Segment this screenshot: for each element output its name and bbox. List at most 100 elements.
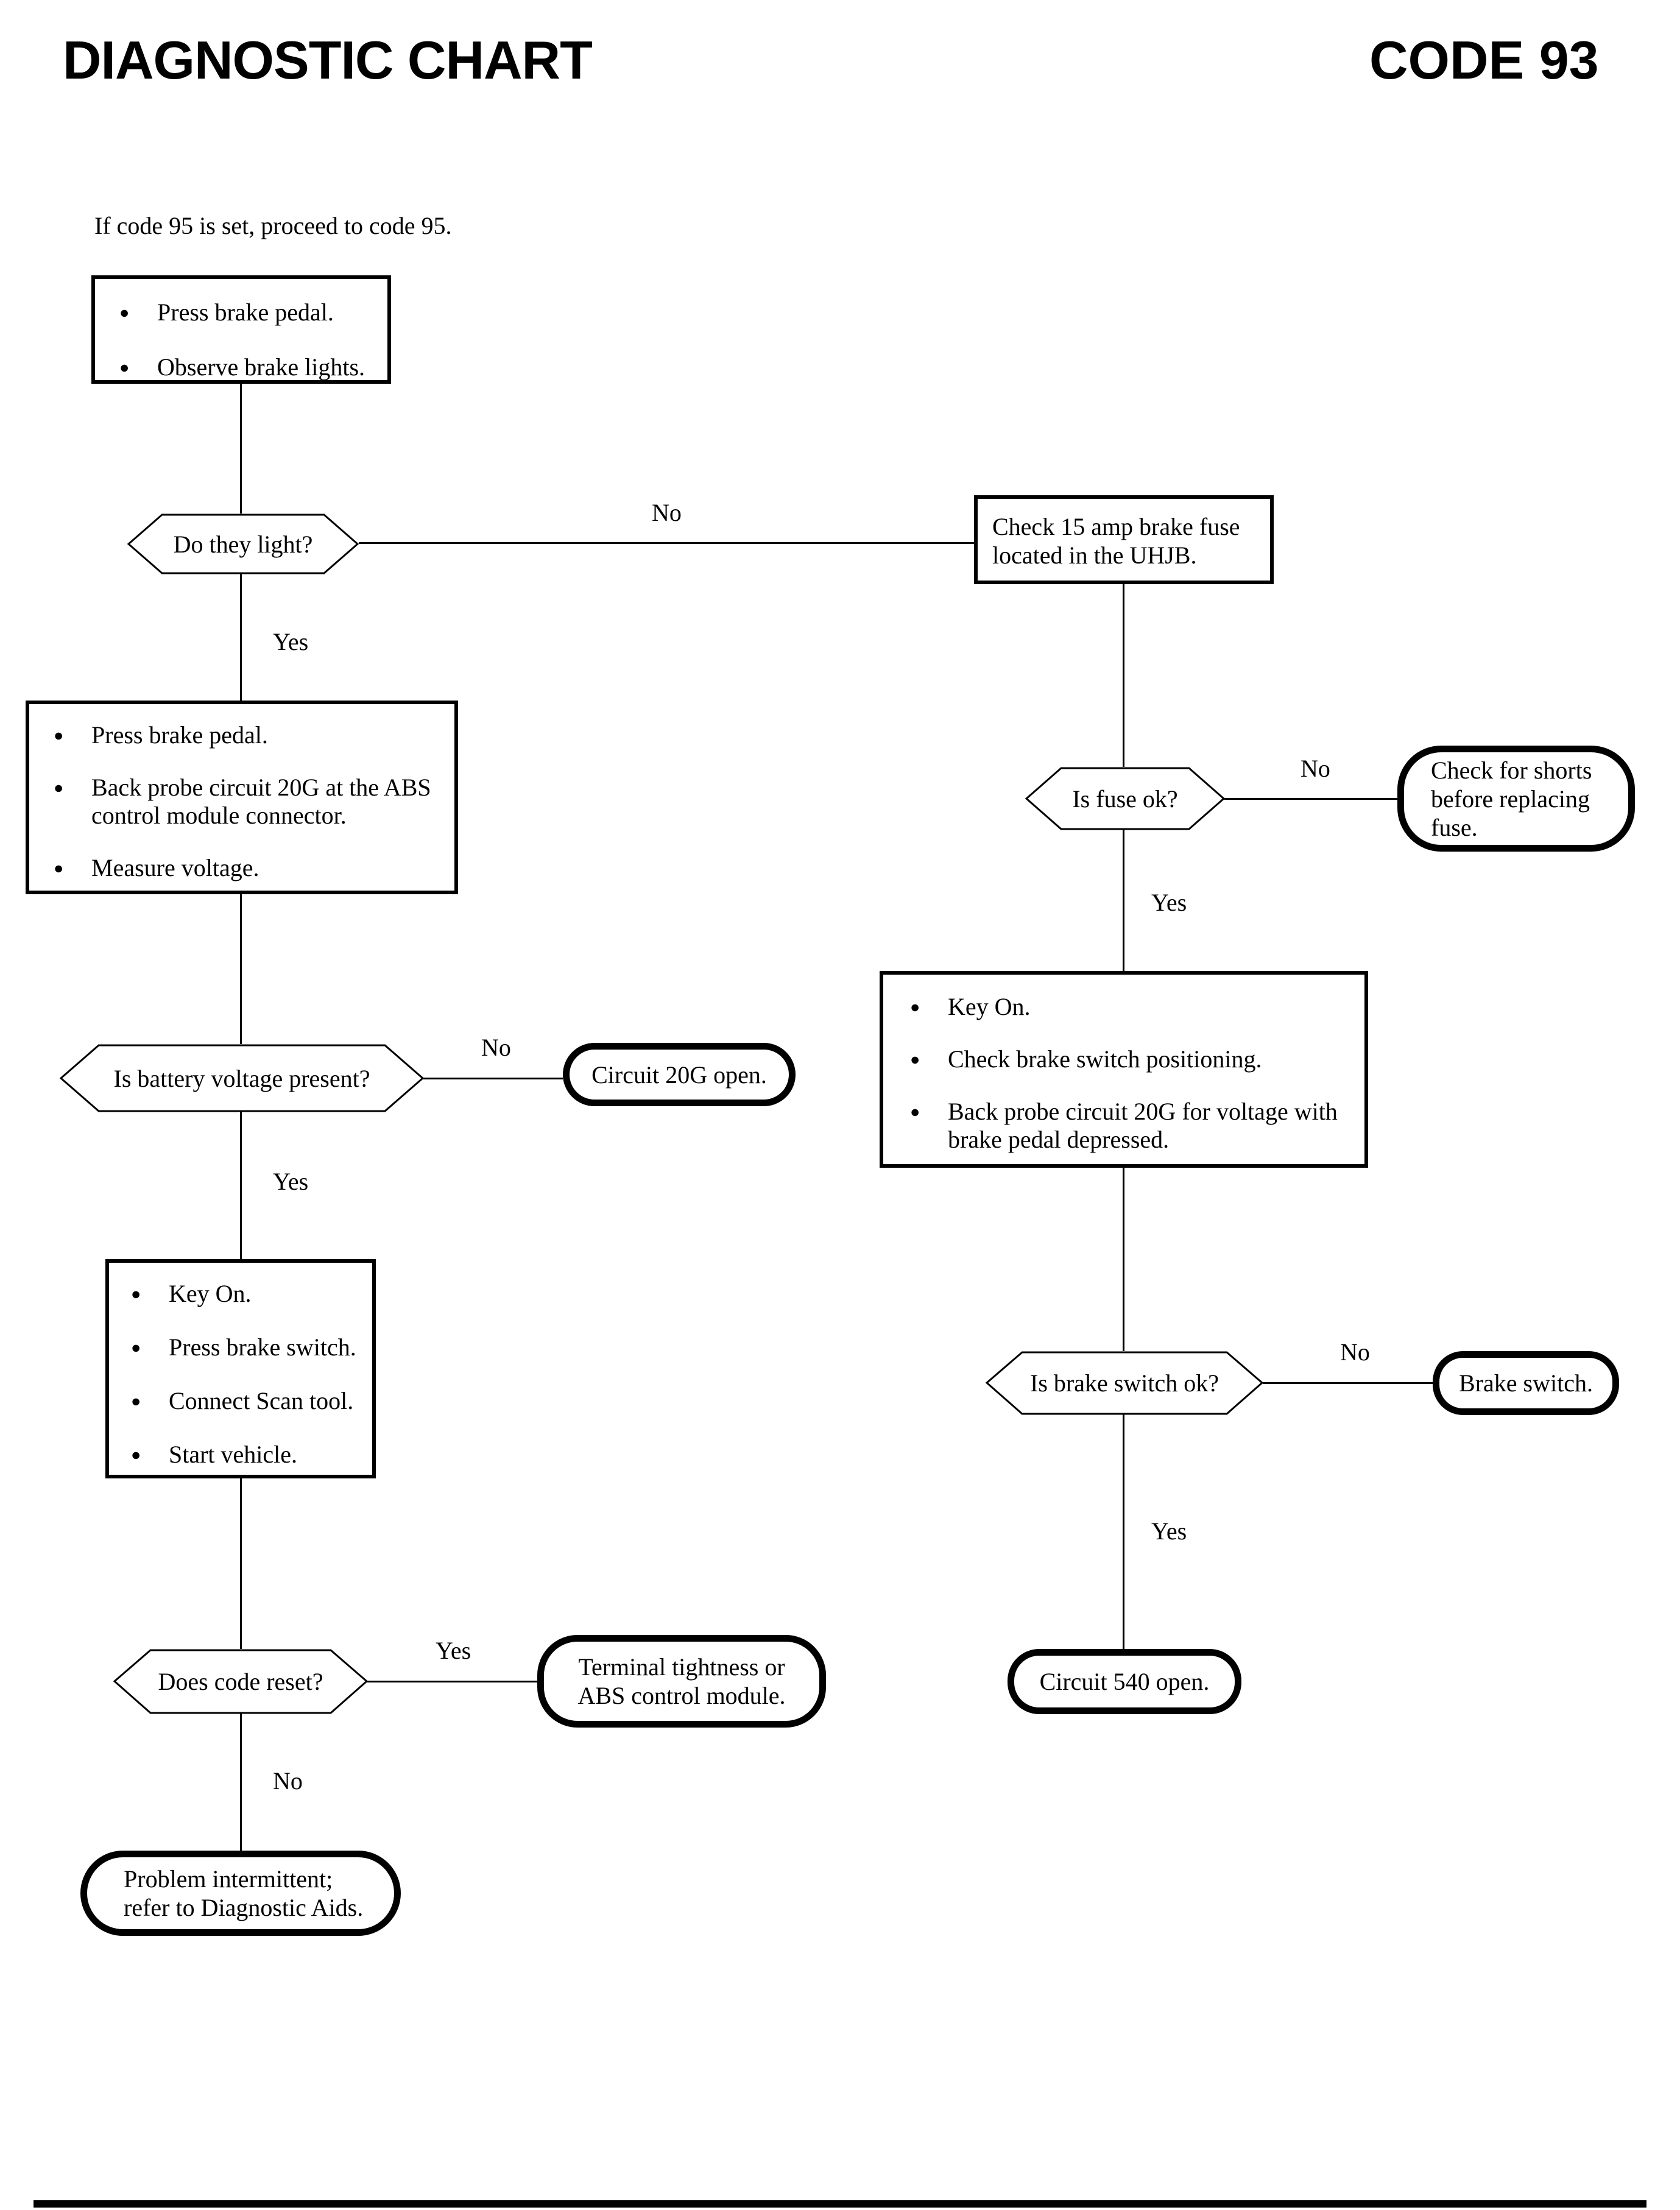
decision-label: Is fuse ok? — [1072, 785, 1178, 813]
bullet-icon — [131, 1333, 169, 1361]
terminal-brake-switch: Brake switch. — [1433, 1351, 1619, 1415]
terminal-text-line: ABS control module. — [577, 1682, 786, 1709]
intro-note: If code 95 is set, proceed to code 95. — [94, 212, 452, 239]
terminal-text-line: Terminal tightness or — [578, 1653, 785, 1681]
branch-label-yes: Yes — [1151, 889, 1187, 916]
connector — [1263, 1382, 1433, 1384]
bullet-icon — [910, 1045, 948, 1073]
branch-label-yes: Yes — [273, 1168, 309, 1195]
terminal-problem-intermittent: Problem intermittent; refer to Diagnosti… — [80, 1851, 401, 1936]
bullet-icon — [910, 1098, 948, 1126]
list-item: Measure voltage. — [54, 854, 454, 882]
terminal-text-line: Check for shorts — [1431, 756, 1592, 784]
connector — [240, 1713, 242, 1851]
process-back-probe-20g: Press brake pedal. Back probe circuit 20… — [26, 701, 458, 894]
list-item: Key On. — [910, 993, 1364, 1021]
decision-brake-switch-ok: Is brake switch ok? — [985, 1351, 1264, 1415]
bullet-icon — [54, 721, 91, 749]
branch-label-no: No — [1340, 1338, 1370, 1366]
page-code: CODE 93 — [1369, 30, 1599, 90]
connector — [423, 1078, 563, 1079]
list-item-text: Press brake pedal. — [91, 721, 268, 749]
hexagon-shape — [59, 1044, 425, 1112]
connector — [240, 893, 242, 1044]
process-brake-switch-positioning: Key On. Check brake switch positioning. … — [880, 971, 1368, 1168]
connector — [1224, 798, 1397, 800]
list-item: Press brake switch. — [131, 1333, 372, 1361]
terminal-text-line: refer to Diagnostic Aids. — [124, 1894, 364, 1921]
decision-label: Is brake switch ok? — [1030, 1369, 1219, 1397]
connector — [359, 542, 974, 544]
terminal-check-for-shorts: Check for shorts before replacing fuse. — [1397, 746, 1635, 852]
connector — [240, 1111, 242, 1259]
bullet-icon — [54, 774, 91, 802]
list-item: Press brake pedal. — [54, 721, 454, 749]
terminal-text: Circuit 20G open. — [591, 1061, 767, 1089]
decision-battery-voltage: Is battery voltage present? — [59, 1044, 425, 1112]
decision-code-reset: Does code reset? — [113, 1649, 369, 1714]
process-scan-tool: Key On. Press brake switch. Connect Scan… — [105, 1259, 376, 1478]
list-item-line: brake pedal depressed. — [948, 1126, 1170, 1153]
branch-label-yes: Yes — [273, 628, 309, 655]
list-item-text: Key On. — [169, 1280, 252, 1307]
decision-label: Does code reset? — [158, 1668, 323, 1695]
connector — [240, 384, 242, 514]
terminal-text-line: Problem intermittent; — [124, 1865, 333, 1893]
connector — [1123, 583, 1124, 767]
branch-label-yes: Yes — [436, 1637, 471, 1664]
terminal-circuit-20g-open: Circuit 20G open. — [563, 1043, 796, 1106]
bullet-icon — [131, 1387, 169, 1415]
list-item-text: Back probe circuit 20G at the ABS contro… — [91, 774, 431, 830]
list-item-text: Key On. — [948, 993, 1031, 1020]
list-item-line: control module connector. — [91, 802, 347, 829]
list-item-text: Measure voltage. — [91, 854, 259, 881]
bullet-icon — [910, 993, 948, 1021]
terminal-circuit-540-open: Circuit 540 open. — [1008, 1649, 1241, 1714]
list-item: Connect Scan tool. — [131, 1387, 372, 1415]
bullet-icon — [119, 298, 157, 327]
list-item-text: Press brake pedal. — [157, 298, 334, 326]
connector — [240, 573, 242, 701]
list-item: Press brake pedal. — [119, 298, 387, 327]
bullet-icon — [119, 353, 157, 381]
terminal-text-line: before replacing — [1431, 785, 1590, 813]
process-text-line: located in the UHJB. — [992, 542, 1197, 569]
connector — [240, 1477, 242, 1649]
branch-label-no: No — [273, 1767, 303, 1795]
decision-label: Do they light? — [173, 530, 313, 558]
terminal-text: Brake switch. — [1459, 1369, 1593, 1397]
bullet-icon — [131, 1280, 169, 1308]
list-item: Start vehicle. — [131, 1441, 372, 1469]
list-item-text: Back probe circuit 20G for voltage with … — [948, 1098, 1338, 1154]
branch-label-yes: Yes — [1151, 1517, 1187, 1545]
branch-label-no: No — [481, 1034, 511, 1061]
list-item-text: Observe brake lights. — [157, 353, 365, 381]
list-item-text: Press brake switch. — [169, 1333, 356, 1361]
decision-label: Is battery voltage present? — [113, 1064, 370, 1092]
terminal-text: Circuit 540 open. — [1039, 1668, 1210, 1695]
decision-do-they-light: Do they light? — [127, 514, 359, 574]
list-item: Back probe circuit 20G at the ABS contro… — [54, 774, 454, 830]
hexagon-shape — [1025, 767, 1226, 830]
branch-label-no: No — [652, 499, 682, 526]
list-item: Back probe circuit 20G for voltage with … — [910, 1098, 1364, 1154]
connector — [1123, 1167, 1124, 1351]
hexagon-shape — [127, 514, 359, 574]
terminal-terminal-tightness: Terminal tightness or ABS control module… — [537, 1635, 826, 1728]
page-title: DIAGNOSTIC CHART — [63, 30, 593, 90]
list-item-line: Back probe circuit 20G for voltage with — [948, 1098, 1338, 1125]
decision-fuse-ok: Is fuse ok? — [1025, 767, 1226, 830]
list-item-text: Check brake switch positioning. — [948, 1045, 1262, 1073]
list-item: Check brake switch positioning. — [910, 1045, 1364, 1073]
hexagon-shape — [985, 1351, 1264, 1415]
terminal-text-line: fuse. — [1431, 813, 1478, 841]
connector — [1123, 829, 1124, 971]
page-bottom-rule — [34, 2200, 1646, 2208]
branch-label-no: No — [1301, 755, 1330, 782]
process-check-brake-fuse: Check 15 amp brake fuse located in the U… — [974, 495, 1274, 584]
process-observe-brake-lights: Press brake pedal. Observe brake lights. — [91, 275, 391, 384]
list-item-text: Connect Scan tool. — [169, 1387, 354, 1414]
connector — [367, 1681, 537, 1682]
hexagon-shape — [113, 1649, 369, 1714]
bullet-icon — [54, 854, 91, 882]
